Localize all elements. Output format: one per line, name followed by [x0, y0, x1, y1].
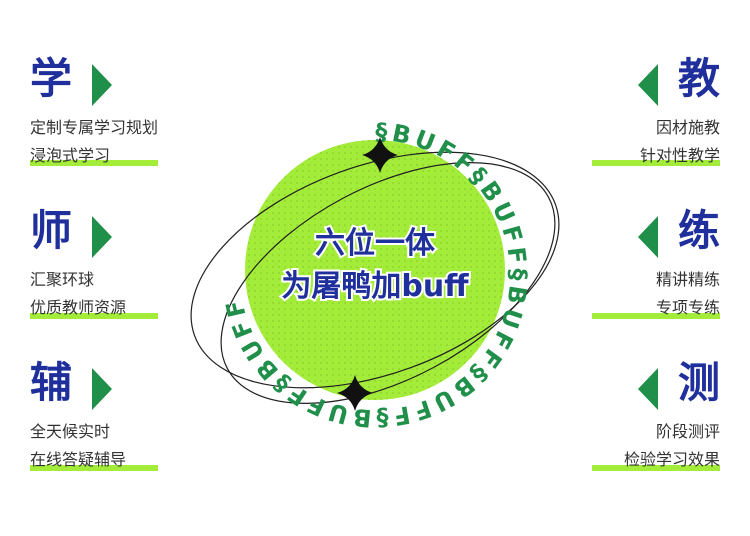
right-block-3-line2: 检验学习效果 — [623, 450, 720, 469]
triangle-left-icon — [638, 368, 658, 410]
highlight-bar — [30, 313, 158, 319]
block-title: 师 — [30, 206, 73, 255]
orbit-ellipse-1 — [190, 151, 560, 389]
highlight-bar — [30, 160, 158, 166]
left-block-3: 辅 — [30, 358, 112, 410]
right-block-2-line2: 专项专练 — [655, 298, 720, 317]
right-block-3-line1: 阶段测评 — [655, 422, 720, 441]
block-title: 辅 — [30, 358, 73, 407]
center-title-line2: 为屠鸭加buff — [281, 269, 469, 304]
right-block-3: 测 — [638, 358, 720, 410]
right-block-1-line2: 针对性教学 — [639, 146, 720, 165]
left-block-1-line1: 定制专属学习规划 — [30, 118, 159, 137]
left-block-2: 师 — [30, 206, 112, 258]
left-block-3-line2: 在线答疑辅导 — [30, 450, 127, 469]
star-sparkle-icon — [362, 137, 398, 173]
triangle-left-icon — [638, 64, 658, 106]
triangle-left-icon — [638, 216, 658, 258]
right-block-2-line1: 精讲精练 — [655, 270, 720, 289]
left-block-2-line1: 汇聚环球 — [30, 270, 95, 289]
triangle-right-icon — [92, 64, 112, 106]
triangle-right-icon — [92, 368, 112, 410]
block-title: 练 — [677, 206, 720, 255]
left-block-3-line1: 全天候实时 — [30, 422, 111, 441]
right-block-2: 练 — [638, 206, 720, 258]
highlight-bar — [592, 160, 720, 166]
highlight-bar — [592, 465, 720, 471]
right-block-1-line1: 因材施教 — [655, 118, 720, 137]
left-block-1-line2: 浸泡式学习 — [30, 146, 111, 165]
block-title: 测 — [677, 358, 720, 407]
triangle-right-icon — [92, 216, 112, 258]
highlight-bar — [592, 313, 720, 319]
highlight-bar — [30, 465, 158, 471]
left-block-2-line2: 优质教师资源 — [30, 298, 127, 317]
left-block-1: 学 — [30, 54, 112, 106]
orbit-ellipse-2 — [220, 162, 556, 404]
block-title: 教 — [677, 54, 720, 103]
star-sparkle-icon — [337, 375, 373, 411]
block-title: 学 — [30, 54, 73, 103]
lime-circle — [245, 140, 505, 400]
right-block-1: 教 — [638, 54, 720, 106]
center-title-line1: 六位一体 — [315, 226, 436, 261]
